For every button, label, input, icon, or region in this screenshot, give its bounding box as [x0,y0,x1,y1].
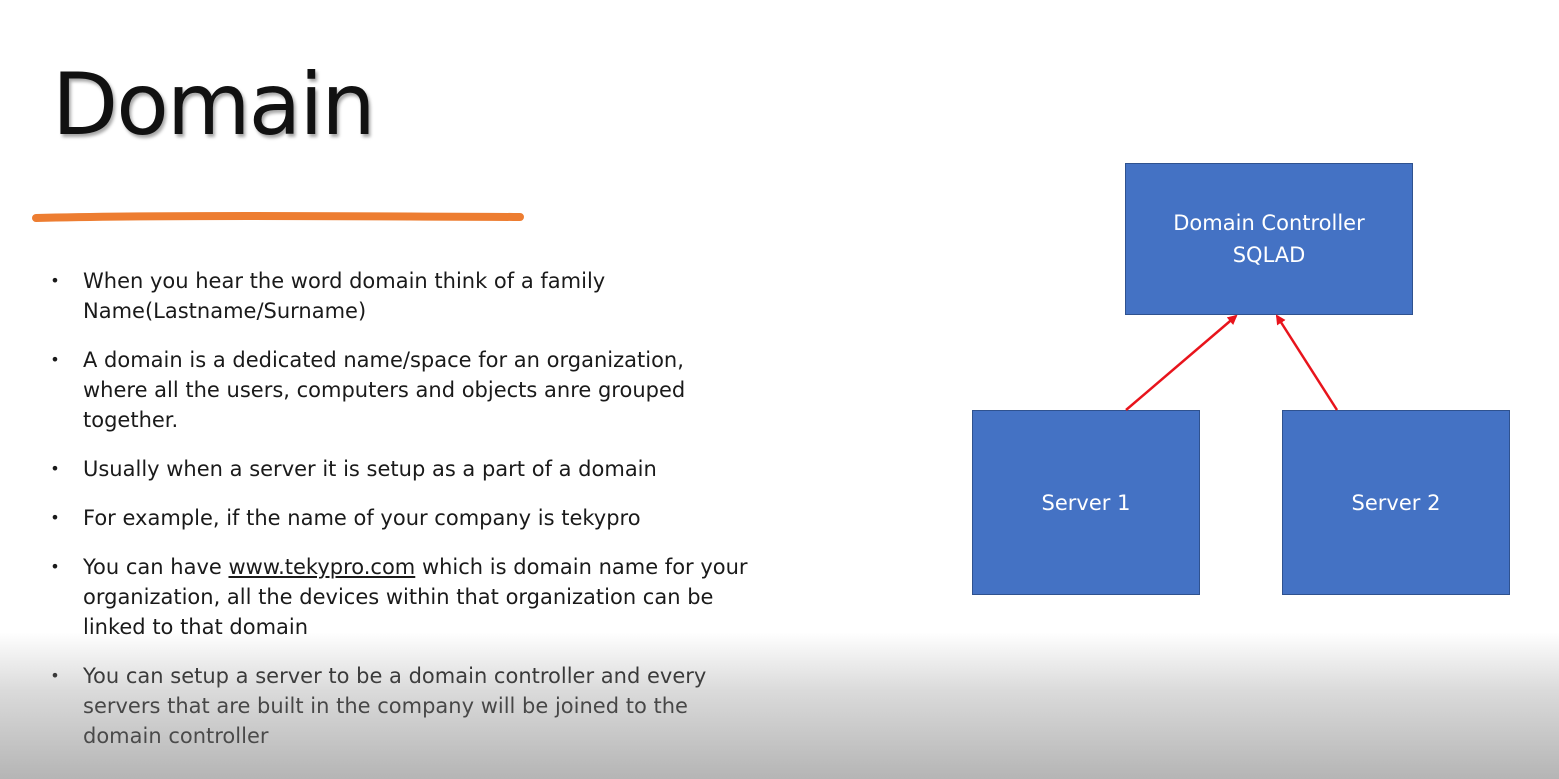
tekypro-link[interactable]: www.tekypro.com [228,555,416,579]
bullet-item: • For example, if the name of your compa… [50,503,750,533]
bullet-list: • When you hear the word domain think of… [50,266,750,770]
bullet-text: For example, if the name of your company… [83,506,641,530]
server1-label: Server 1 [1041,490,1131,515]
bullet-dot-icon: • [50,350,60,369]
bullet-item: • You can setup a server to be a domain … [50,661,750,751]
bullet-text: You can have [83,555,229,579]
bullet-text: When you hear the word domain think of a… [83,269,606,323]
bullet-text-continued: which is domain name for your organizati… [83,555,748,639]
server2-label: Server 2 [1351,490,1441,515]
bullet-dot-icon: • [50,508,60,527]
bullet-text: You can setup a server to be a domain co… [83,664,707,748]
server2-box: Server 2 [1282,410,1510,595]
domain-controller-name: SQLAD [1232,243,1306,267]
bullet-text: A domain is a dedicated name/space for a… [83,348,686,432]
bullet-dot-icon: • [50,459,60,478]
arrow-server2-to-dc [1275,314,1339,411]
bullet-item: • When you hear the word domain think of… [50,266,750,326]
server1-box: Server 1 [972,410,1200,595]
bullet-dot-icon: • [50,666,60,685]
bullet-dot-icon: • [50,271,60,290]
title-underline [32,212,524,222]
bullet-dot-icon: • [50,557,60,576]
arrow-server1-to-dc [1125,314,1238,411]
slide-title: Domain [52,55,376,155]
domain-controller-label: Domain Controller [1173,211,1365,235]
bullet-item: • Usually when a server it is setup as a… [50,454,750,484]
bullet-text: Usually when a server it is setup as a p… [83,457,657,481]
domain-controller-box: Domain Controller SQLAD [1125,163,1413,315]
bullet-item: • A domain is a dedicated name/space for… [50,345,750,435]
bullet-item: • You can have www.tekypro.com which is … [50,552,750,642]
